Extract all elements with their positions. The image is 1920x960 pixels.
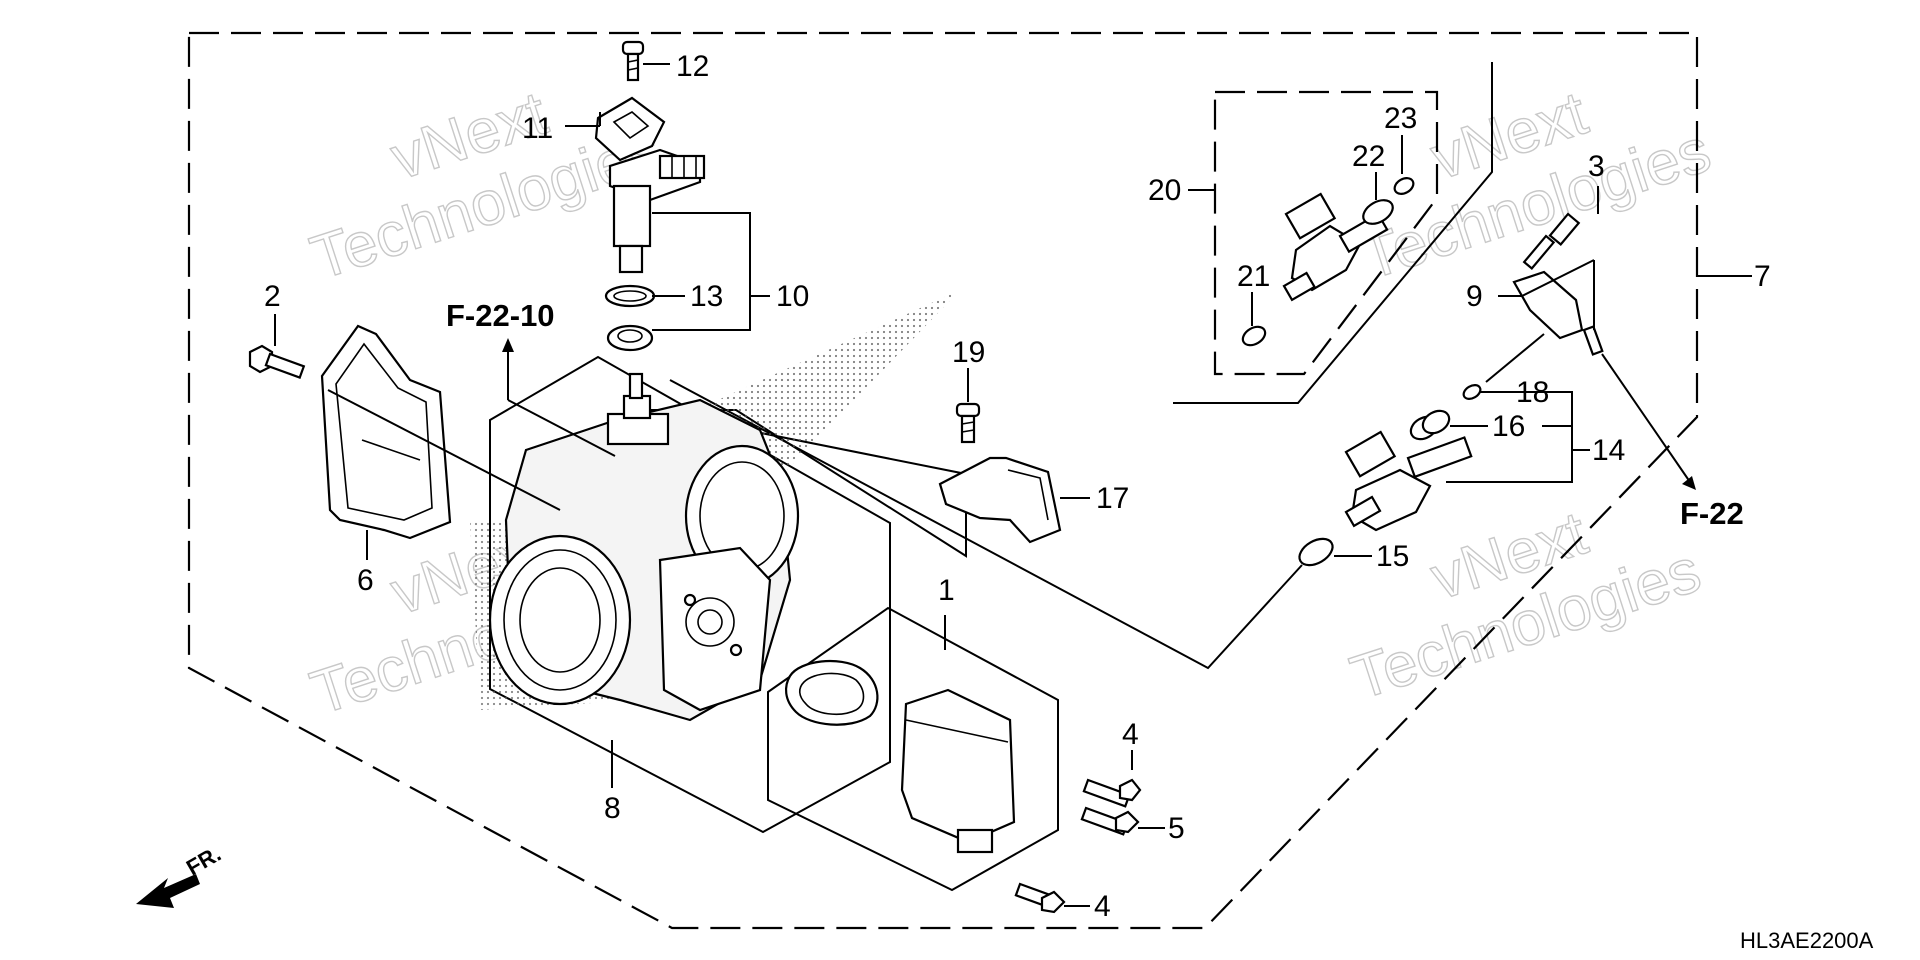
callout-12: 12 — [676, 50, 709, 83]
arrow-f22-head — [1682, 476, 1696, 490]
leader-18b — [1485, 333, 1545, 383]
sensor-1 — [900, 615, 1016, 854]
assembly-boundary — [187, 31, 1699, 930]
arrow-f2210b — [507, 399, 616, 457]
drawing-code: HL3AE2200A — [1740, 928, 1874, 953]
callout-11: 11 — [522, 112, 553, 145]
injector-14 — [1344, 430, 1473, 532]
callout-3: 3 — [1588, 150, 1605, 183]
callout-18: 18 — [1516, 376, 1549, 409]
bolt-4b — [1014, 882, 1066, 914]
bolt-5 — [1080, 806, 1140, 836]
o-ring-18 — [1462, 384, 1482, 400]
o-ring-23 — [1393, 177, 1415, 195]
callout-1: 1 — [938, 574, 955, 607]
gasket-1 — [784, 659, 879, 726]
callout-15: 15 — [1376, 540, 1409, 573]
callout-20: 20 — [1148, 174, 1181, 207]
plate-11 — [594, 96, 666, 162]
front-arrow: FR. — [136, 841, 225, 908]
leader-6a — [327, 389, 561, 511]
callout-5: 5 — [1168, 812, 1185, 845]
callout-7: 7 — [1754, 260, 1771, 293]
callout-4a: 4 — [1122, 718, 1139, 751]
callout-23: 23 — [1384, 102, 1417, 135]
callout-9: 9 — [1466, 280, 1483, 313]
seal-lower-inner — [617, 329, 643, 343]
callout-19: 19 — [952, 336, 985, 369]
cover-6 — [320, 324, 452, 560]
seal-22 — [1362, 199, 1394, 225]
connector-line — [669, 379, 1303, 670]
bracket-9 — [1512, 212, 1604, 356]
injector-20-box — [1213, 90, 1439, 376]
screw-19 — [955, 368, 981, 444]
front-label: FR. — [182, 841, 225, 880]
bracket-17 — [938, 456, 1090, 544]
callout-16: 16 — [1492, 410, 1525, 443]
leader-9b — [1521, 259, 1595, 297]
injector-group-line — [1173, 62, 1493, 404]
callout-13: 13 — [690, 280, 723, 313]
callout-22: 22 — [1352, 140, 1385, 173]
sensor-10 — [608, 148, 706, 274]
leader-14 — [1446, 391, 1573, 483]
ref-f22-10: F-22-10 — [446, 298, 555, 333]
callout-14: 14 — [1592, 434, 1625, 467]
arrow-f2210-head — [502, 338, 514, 352]
callout-4b: 4 — [1094, 890, 1111, 923]
o-ring-13-inner — [613, 290, 647, 302]
callout-17: 17 — [1096, 482, 1129, 515]
leader-10 — [652, 212, 751, 331]
screw-12 — [621, 40, 645, 82]
sensor-group-box — [767, 606, 1059, 892]
throttle-body-8 — [488, 372, 800, 788]
arrow-f22 — [1601, 353, 1691, 483]
callout-10: 10 — [776, 280, 809, 313]
bolt-4a — [1082, 778, 1142, 808]
callout-6: 6 — [357, 564, 374, 597]
bolt-2 — [248, 314, 306, 379]
o-ring-21 — [1241, 325, 1267, 347]
injector-20 — [1282, 192, 1389, 302]
ref-f22: F-22 — [1680, 496, 1744, 531]
callout-21: 21 — [1237, 260, 1270, 293]
callout-8: 8 — [604, 792, 621, 825]
callout-2: 2 — [264, 280, 281, 313]
seal-15 — [1298, 537, 1334, 567]
seal-lower — [606, 324, 654, 352]
o-ring-16b — [1421, 409, 1451, 435]
